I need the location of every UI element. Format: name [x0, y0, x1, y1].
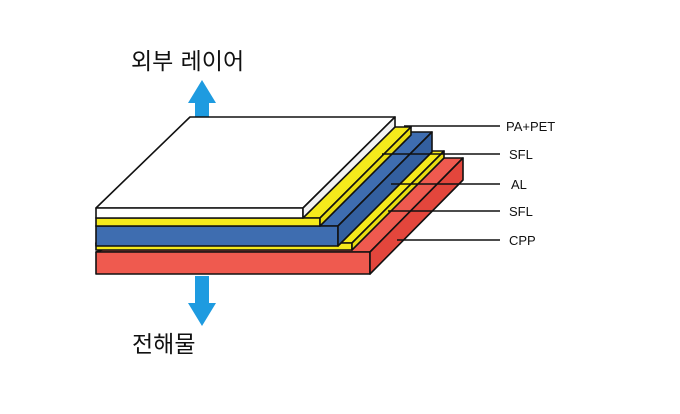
outer-layer-title: 외부 레이어 — [131, 49, 244, 75]
label-pa-pet: PA+PET — [506, 119, 555, 134]
down-arrow-icon — [188, 276, 216, 326]
electrolyte-title: 전해물 — [132, 332, 195, 358]
label-cpp: CPP — [509, 233, 536, 248]
label-al: AL — [511, 177, 527, 192]
layer-pa-pet — [95, 116, 396, 219]
label-sfl-upper: SFL — [509, 147, 533, 162]
label-sfl-lower: SFL — [509, 204, 533, 219]
leader-lines — [382, 125, 500, 241]
